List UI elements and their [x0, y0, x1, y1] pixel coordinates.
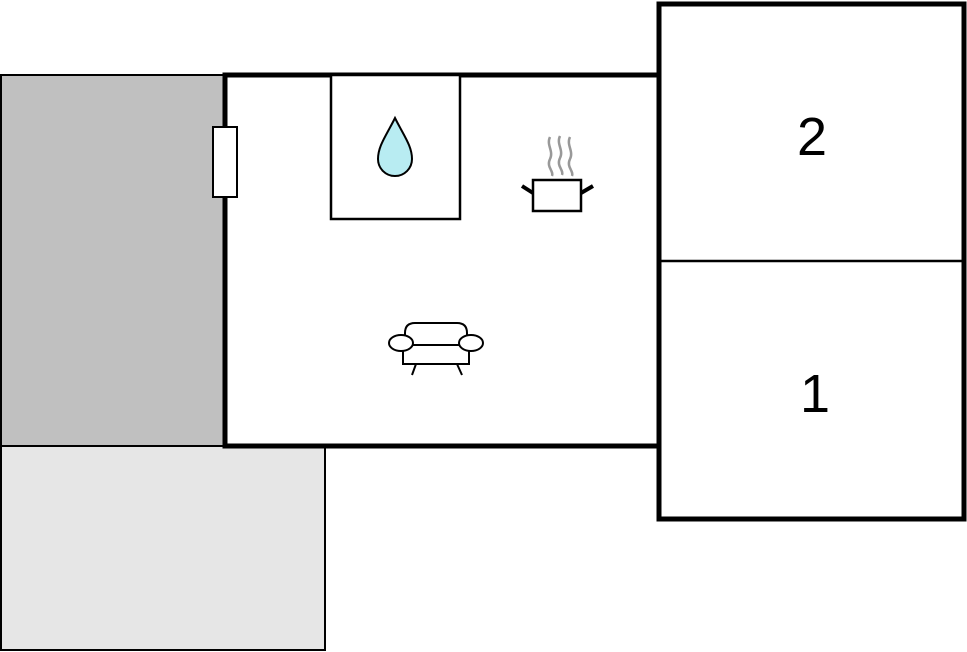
room-label-2: 2	[797, 107, 827, 167]
terrace-open	[0, 445, 326, 651]
sofa-icon	[388, 322, 484, 376]
terrace-covered	[0, 74, 226, 447]
door-icon	[212, 126, 238, 198]
room-label-1: 1	[800, 364, 830, 424]
water-drop-icon	[376, 115, 414, 177]
cooking-pot-icon	[520, 135, 595, 213]
